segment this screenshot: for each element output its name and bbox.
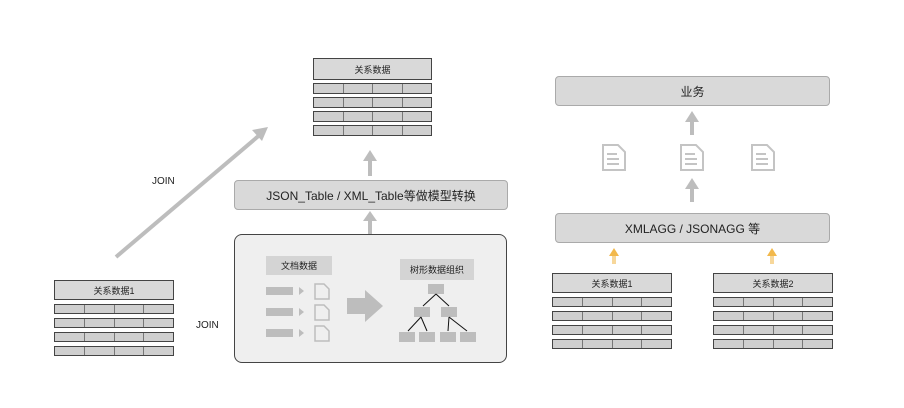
up-arrow-convert (363, 150, 377, 176)
join-arrow (114, 127, 268, 259)
table-row (552, 325, 672, 335)
table-row (713, 325, 833, 335)
convert-box: JSON_Table / XML_Table等做模型转换 (234, 180, 508, 210)
yellow-arrow-right (767, 248, 777, 264)
doc-row (266, 325, 330, 342)
join-label-lower: JOIN (196, 320, 219, 331)
table-row (552, 311, 672, 321)
agg-box: XMLAGG / JSONAGG 等 (555, 213, 830, 243)
right-table2-header: 关系数据2 (713, 273, 833, 293)
up-arrow-agg (685, 178, 699, 202)
document-icon (680, 144, 704, 171)
top-table-header: 关系数据 (313, 58, 432, 80)
right-table1-header: 关系数据1 (552, 273, 672, 293)
table-row (552, 339, 672, 349)
doc-row (266, 283, 330, 300)
left-table-header: 关系数据1 (54, 280, 174, 300)
doc-row (266, 304, 330, 321)
table-row (713, 311, 833, 321)
document-icon (602, 144, 626, 171)
table-row (54, 304, 174, 314)
business-box: 业务 (555, 76, 830, 106)
doc-data-label: 文档数据 (266, 256, 332, 275)
join-label-upper: JOIN (152, 176, 175, 187)
yellow-arrow-left (609, 248, 619, 264)
table-row (713, 339, 833, 349)
table-row (313, 97, 432, 108)
arrow-icon (347, 290, 383, 322)
document-icon (751, 144, 775, 171)
tree-icon (399, 284, 476, 342)
tree-data-label: 树形数据组织 (400, 259, 474, 280)
table-row (313, 125, 432, 136)
table-row (313, 83, 432, 94)
table-row (54, 332, 174, 342)
table-row (313, 111, 432, 122)
table-row (552, 297, 672, 307)
table-row (54, 318, 174, 328)
table-row (713, 297, 833, 307)
up-arrow-panel (363, 211, 377, 234)
table-row (54, 346, 174, 356)
up-arrow-business (685, 111, 699, 135)
